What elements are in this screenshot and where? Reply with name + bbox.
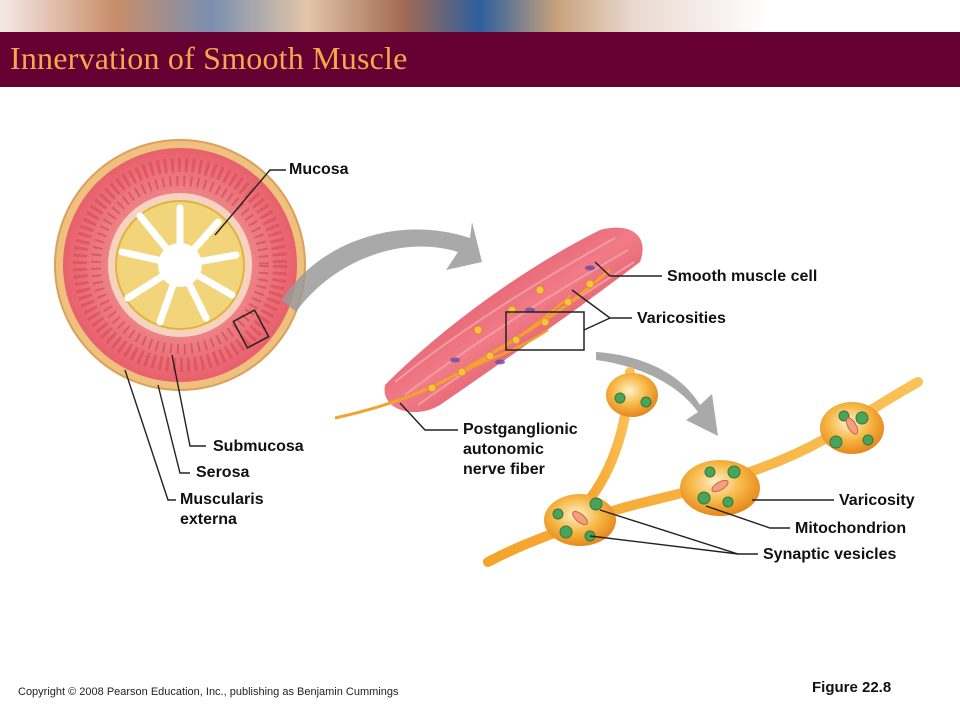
smooth-muscle-diagram	[54, 139, 923, 567]
magnify-arrow-1	[282, 222, 482, 312]
decorative-top-banner	[0, 0, 960, 32]
figure-number: Figure 22.8	[812, 679, 892, 696]
label-mitochondrion: Mitochondrion	[795, 520, 907, 537]
label-postganglionic-line1: Postganglionic	[463, 421, 578, 438]
label-varicosities: Varicosities	[637, 310, 726, 327]
label-postganglionic-line2: autonomic	[463, 441, 544, 458]
leader-lines	[124, 169, 834, 555]
label-varicosity: Varicosity	[839, 492, 915, 509]
varicosity-enlargement	[483, 367, 923, 567]
label-muscularis-externa-line2: externa	[180, 511, 237, 528]
label-serosa: Serosa	[196, 464, 250, 481]
label-synaptic-vesicles: Synaptic vesicles	[763, 546, 897, 563]
label-submucosa: Submucosa	[213, 438, 304, 455]
label-smooth-muscle-cell: Smooth muscle cell	[667, 268, 818, 285]
label-postganglionic-line3: nerve fiber	[463, 461, 545, 478]
smooth-muscle-sheet	[334, 227, 643, 420]
slide-title: Innervation of Smooth Muscle	[10, 40, 408, 76]
magnify-arrow-2	[596, 352, 718, 436]
label-muscularis-externa-line1: Muscularis	[180, 491, 264, 508]
gut-cross-section	[54, 139, 306, 391]
label-mucosa: Mucosa	[289, 161, 349, 178]
copyright-notice: Copyright © 2008 Pearson Education, Inc.…	[18, 686, 399, 698]
title-bar	[0, 32, 960, 87]
